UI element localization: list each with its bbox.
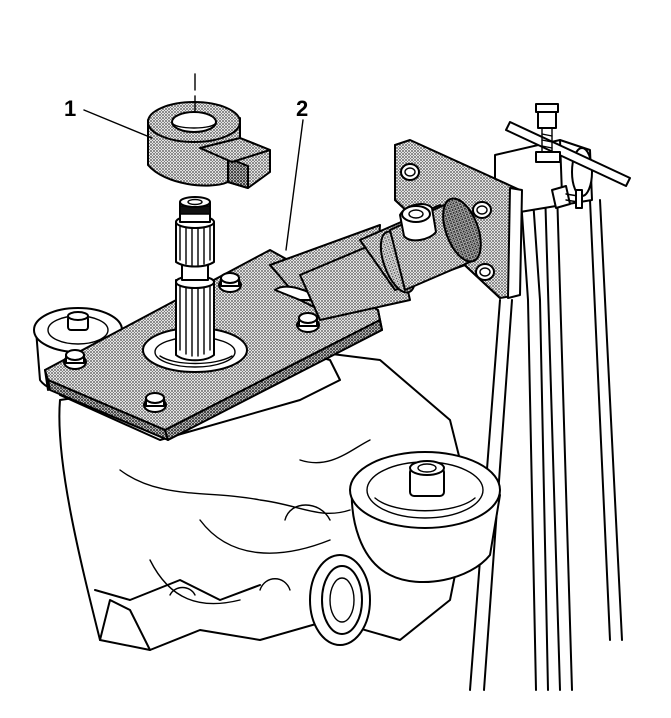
plate-bolt — [63, 349, 87, 370]
plate-bolt — [296, 312, 320, 333]
holding-fixture-stand — [469, 103, 631, 691]
flange-bolt — [400, 163, 420, 181]
arm-nut — [399, 203, 437, 242]
input-shaft — [175, 196, 215, 362]
callout-2-label: 2 — [296, 96, 308, 121]
tool-1-adapter — [147, 101, 271, 189]
callout-1: 1 — [64, 96, 153, 139]
callout-2: 2 — [285, 96, 308, 251]
plate-bolt — [143, 392, 167, 413]
flange-bolt — [472, 201, 492, 219]
callout-1-label: 1 — [64, 96, 76, 121]
flange-bolt — [475, 263, 495, 281]
output-yoke — [349, 451, 501, 583]
plate-bolt — [218, 272, 242, 293]
